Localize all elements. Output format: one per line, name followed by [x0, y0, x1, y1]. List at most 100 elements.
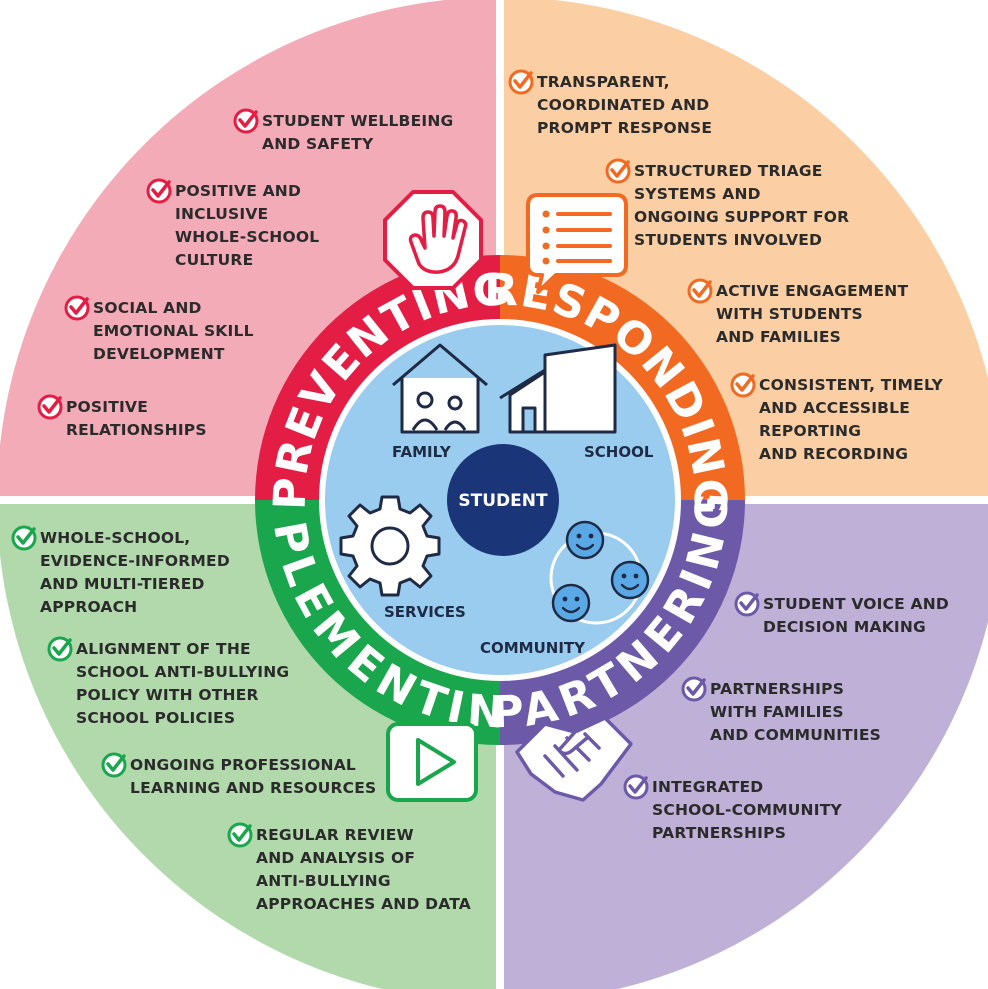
student-circle — [447, 444, 559, 556]
item-line: WITH STUDENTS — [716, 305, 863, 323]
preventing-item-text: STUDENT WELLBEING AND SAFETY — [262, 112, 453, 153]
check-circle-icon — [37, 394, 63, 420]
responding-item-text: CONSISTENT, TIMELY AND ACCESSIBLE REPORTIN… — [759, 376, 944, 463]
check-circle-icon — [508, 69, 534, 95]
item-line: CULTURE — [175, 251, 253, 269]
student-label: STUDENT — [458, 491, 548, 511]
item-line: AND ANALYSIS OF — [256, 849, 415, 867]
implementing-list-item: ONGOING PROFESSIONAL LEARNING AND RESOURC… — [101, 752, 376, 797]
preventing-list-item: POSITIVE RELATIONSHIPS — [37, 394, 207, 439]
stop-hand-icon — [383, 190, 483, 290]
item-line: AND ACCESSIBLE — [759, 399, 910, 417]
implementing-list-item: REGULAR REVIEW AND ANALYSIS OF ANTI-BULLYI… — [227, 822, 471, 913]
item-line: SOCIAL AND — [93, 299, 202, 317]
item-line: AND RECORDING — [759, 445, 908, 463]
item-line: PARTNERSHIPS — [710, 680, 844, 698]
gear-icon — [339, 495, 441, 597]
item-line: ALIGNMENT OF THE — [76, 640, 251, 658]
item-line: INCLUSIVE — [175, 205, 268, 223]
responding-list-item: CONSISTENT, TIMELY AND ACCESSIBLE REPORTIN… — [730, 372, 944, 463]
preventing-item-text: SOCIAL AND EMOTIONAL SKILL DEVELOPMENT — [93, 299, 254, 363]
school-building-icon — [499, 343, 617, 434]
item-line: RELATIONSHIPS — [66, 421, 207, 439]
check-circle-icon — [681, 676, 707, 702]
item-line: SYSTEMS AND — [634, 185, 761, 203]
item-line: POSITIVE — [66, 398, 148, 416]
item-line: STUDENT WELLBEING — [262, 112, 453, 130]
implementing-item-text: REGULAR REVIEW AND ANALYSIS OF ANTI-BULLYI… — [256, 826, 471, 913]
item-line: EMOTIONAL SKILL — [93, 322, 254, 340]
check-circle-icon — [47, 636, 73, 662]
item-line: PARTNERSHIPS — [652, 824, 786, 842]
family-house-icon — [392, 343, 488, 434]
item-line: REPORTING — [759, 422, 861, 440]
school-label: SCHOOL — [584, 443, 654, 461]
partnering-item-text: STUDENT VOICE AND DECISION MAKING — [763, 595, 949, 636]
item-line: STRUCTURED TRIAGE — [634, 162, 823, 180]
partnering-list-item: PARTNERSHIPS WITH FAMILIES AND COMMUNITIES — [681, 676, 881, 744]
preventing-list-item: POSITIVE AND INCLUSIVE WHOLE-SCHOOL CULTURE — [146, 178, 319, 269]
item-line: AND FAMILIES — [716, 328, 841, 346]
check-circle-icon — [11, 525, 37, 551]
responding-list-item: STRUCTURED TRIAGE SYSTEMS AND ONGOING SUPP… — [605, 158, 849, 249]
item-line: ONGOING SUPPORT FOR — [634, 208, 849, 226]
item-line: TRANSPARENT, — [537, 73, 670, 91]
implementing-item-text: ONGOING PROFESSIONAL LEARNING AND RESOURC… — [130, 756, 376, 797]
checklist-items: STUDENT WELLBEING AND SAFETY POSITIVE AND I… — [11, 69, 949, 913]
item-line: AND SAFETY — [262, 135, 374, 153]
play-button-icon — [386, 722, 478, 802]
item-line: STUDENTS INVOLVED — [634, 231, 822, 249]
item-line: SCHOOL POLICIES — [76, 709, 235, 727]
partnering-item-text: PARTNERSHIPS WITH FAMILIES AND COMMUNITIES — [710, 680, 881, 744]
item-line: REGULAR REVIEW — [256, 826, 414, 844]
item-line: APPROACH — [40, 598, 137, 616]
services-label: SERVICES — [384, 603, 466, 621]
item-line: ONGOING PROFESSIONAL — [130, 756, 356, 774]
check-circle-icon — [227, 822, 253, 848]
item-line: POSITIVE AND — [175, 182, 301, 200]
speech-bubble-list-icon — [526, 193, 628, 294]
item-line: SCHOOL-COMMUNITY — [652, 801, 842, 819]
item-line: WHOLE-SCHOOL — [175, 228, 319, 246]
responding-item-text: ACTIVE ENGAGEMENT WITH STUDENTS AND FAMILI… — [716, 282, 908, 346]
check-circle-icon — [146, 178, 172, 204]
item-line: STUDENT VOICE AND — [763, 595, 949, 613]
preventing-item-text: POSITIVE RELATIONSHIPS — [66, 398, 207, 439]
check-circle-icon — [101, 752, 127, 778]
preventing-item-text: POSITIVE AND INCLUSIVE WHOLE-SCHOOL CULTURE — [175, 182, 319, 269]
item-line: SCHOOL ANTI-BULLYING — [76, 663, 289, 681]
item-line: WITH FAMILIES — [710, 703, 844, 721]
item-line: ANTI-BULLYING — [256, 872, 391, 890]
responding-list-item: ACTIVE ENGAGEMENT WITH STUDENTS AND FAMILI… — [687, 278, 908, 346]
item-line: WHOLE-SCHOOL, — [40, 529, 190, 547]
community-label: COMMUNITY — [480, 639, 586, 657]
check-circle-icon — [734, 591, 760, 617]
item-line: INTEGRATED — [652, 778, 763, 796]
implementing-item-text: WHOLE-SCHOOL, EVIDENCE-INFORMED AND MULTI-… — [40, 529, 230, 616]
partnering-list-item: INTEGRATED SCHOOL-COMMUNITY PARTNERSHIPS — [623, 774, 842, 842]
check-circle-icon — [623, 774, 649, 800]
partnering-list-item: STUDENT VOICE AND DECISION MAKING — [734, 591, 949, 636]
item-line: ACTIVE ENGAGEMENT — [716, 282, 908, 300]
check-circle-icon — [605, 158, 631, 184]
item-line: DECISION MAKING — [763, 618, 926, 636]
item-line: AND COMMUNITIES — [710, 726, 881, 744]
item-line: LEARNING AND RESOURCES — [130, 779, 376, 797]
item-line: EVIDENCE-INFORMED — [40, 552, 230, 570]
item-line: CONSISTENT, TIMELY — [759, 376, 944, 394]
handshake-icon — [515, 716, 633, 802]
check-circle-icon — [233, 108, 259, 134]
item-line: PROMPT RESPONSE — [537, 119, 712, 137]
partnering-item-text: INTEGRATED SCHOOL-COMMUNITY PARTNERSHIPS — [652, 778, 842, 842]
responding-item-text: STRUCTURED TRIAGE SYSTEMS AND ONGOING SUPP… — [634, 162, 849, 249]
preventing-list-item: SOCIAL AND EMOTIONAL SKILL DEVELOPMENT — [64, 295, 254, 363]
item-line: DEVELOPMENT — [93, 345, 225, 363]
item-line: AND MULTI-TIERED — [40, 575, 205, 593]
item-line: APPROACHES AND DATA — [256, 895, 471, 913]
check-circle-icon — [730, 372, 756, 398]
